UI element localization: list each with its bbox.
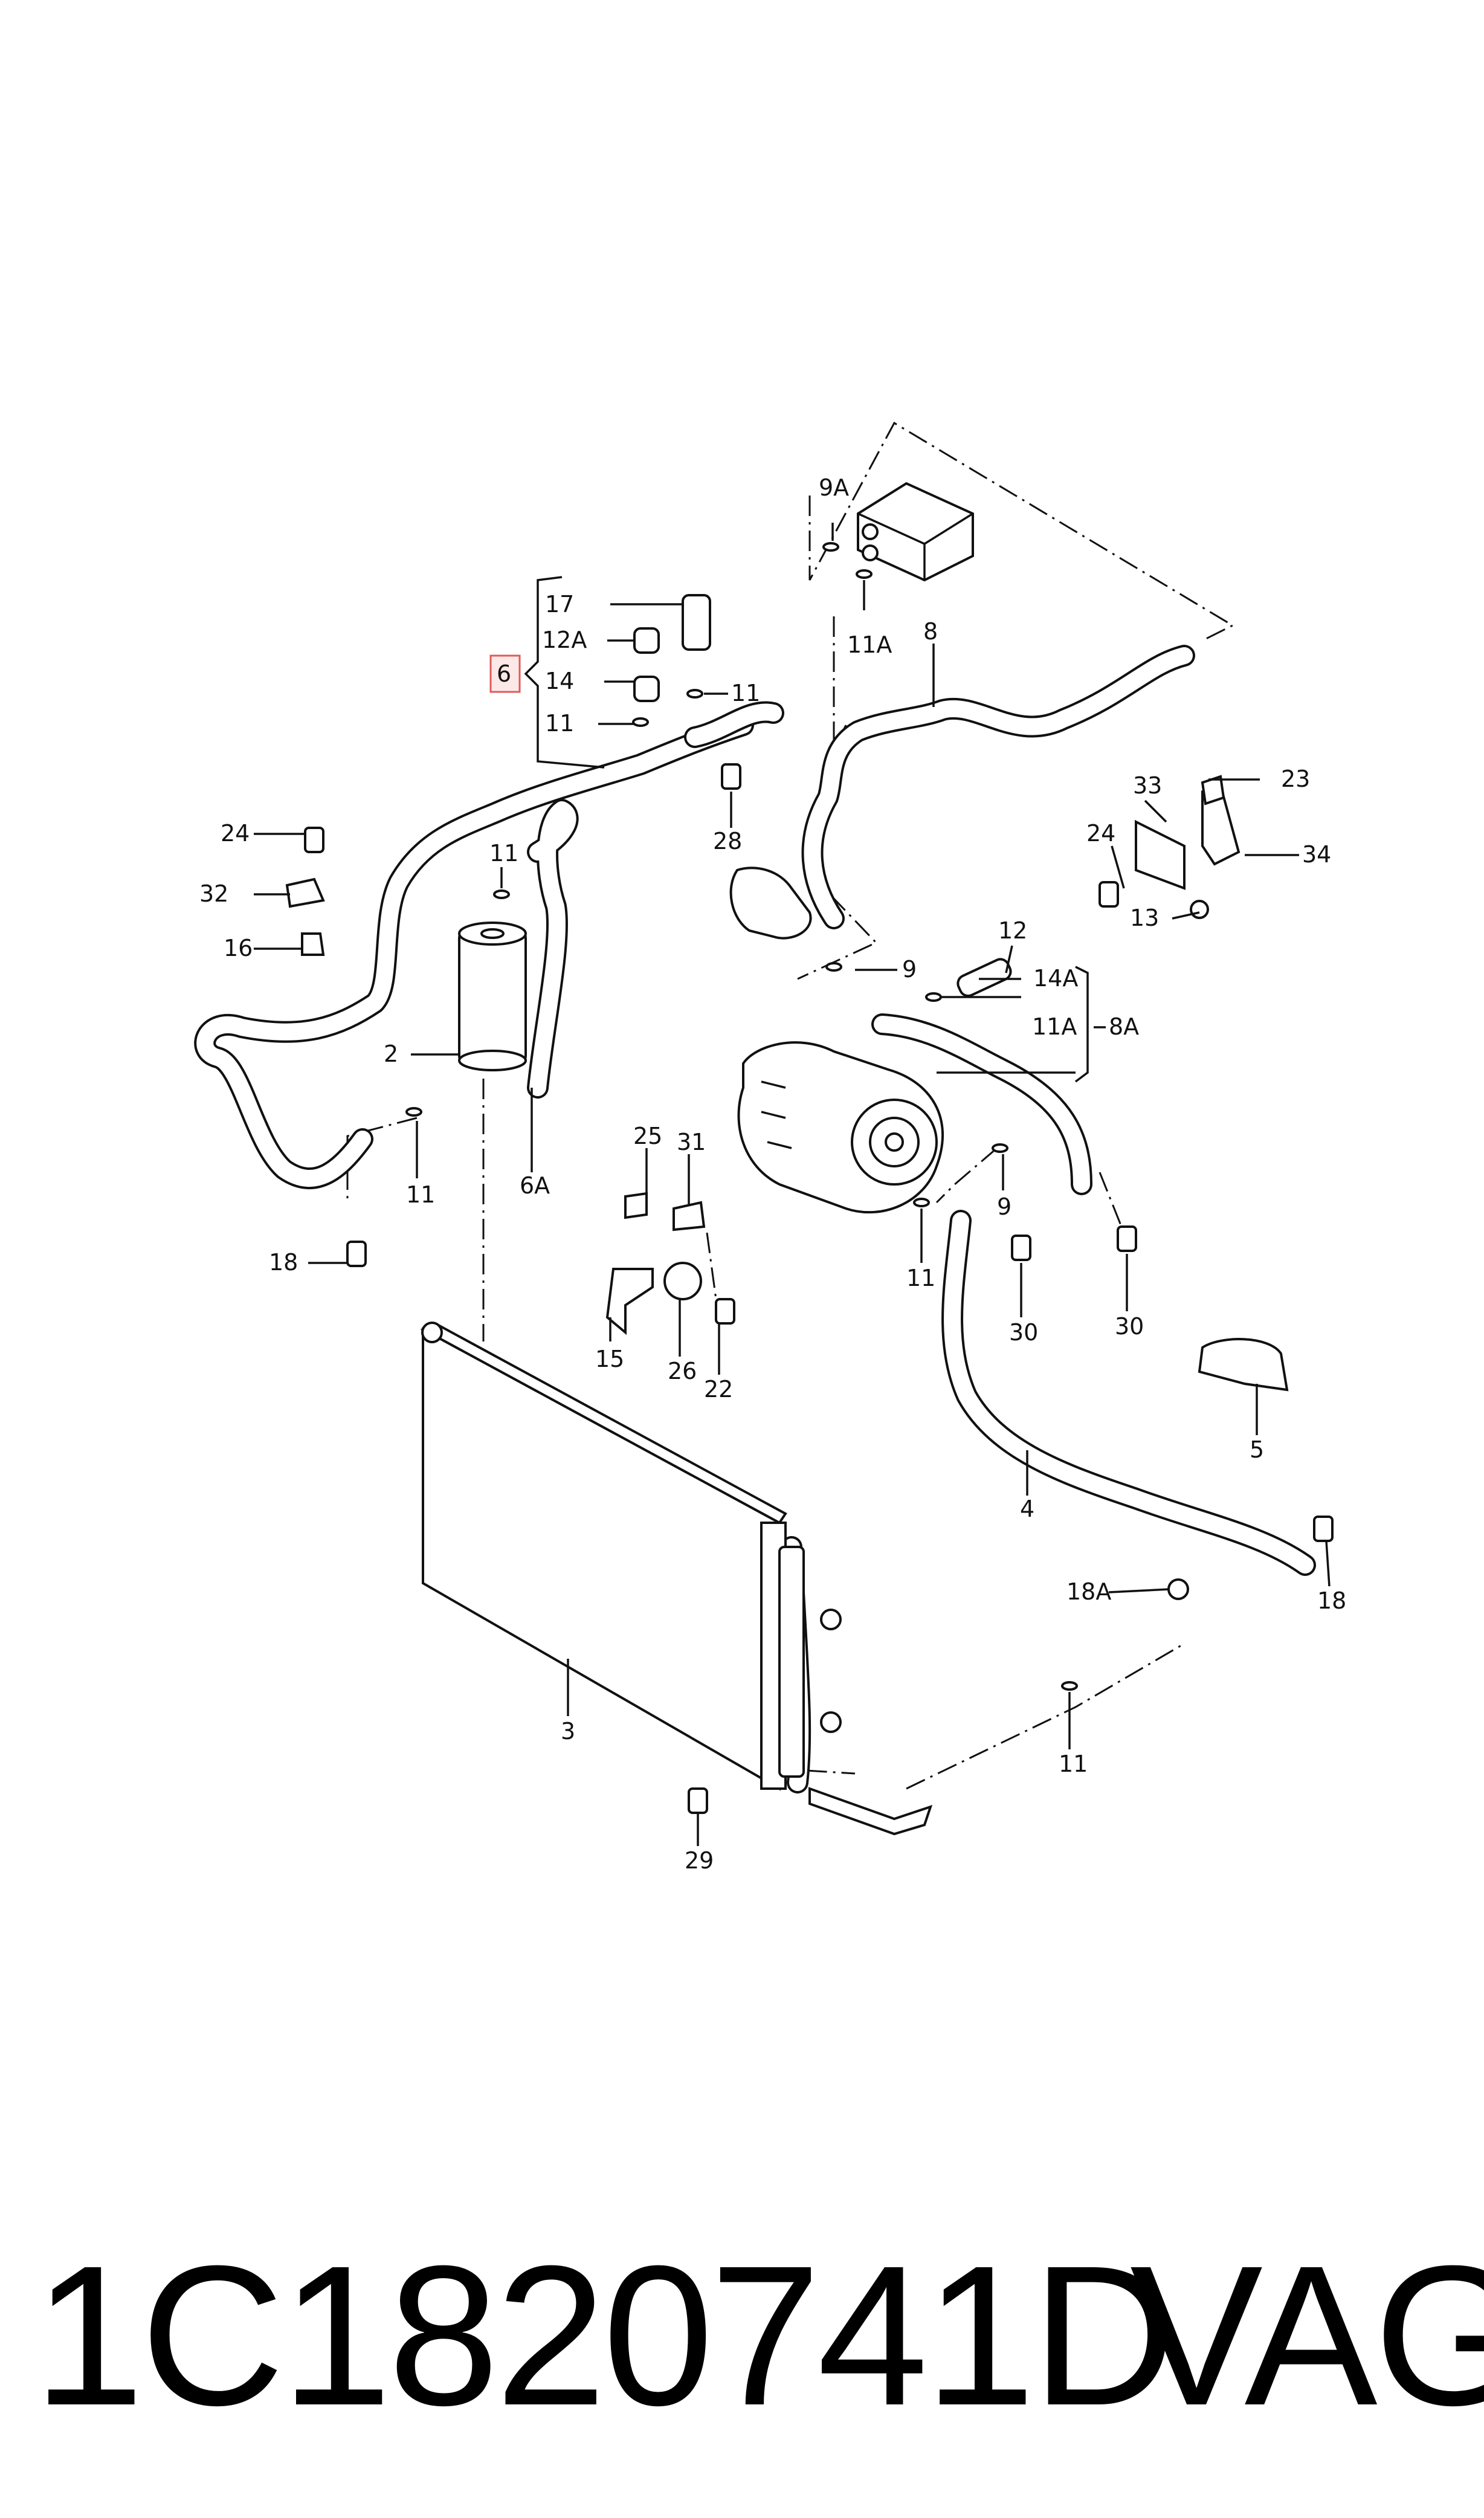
callout-11f: 11	[1059, 1751, 1088, 1777]
callout-11e: 11	[906, 1265, 935, 1291]
callout-24-left: 24	[221, 820, 250, 847]
callout-12: 12	[998, 917, 1027, 944]
brackets	[285, 775, 1289, 1392]
callout-5: 5	[1250, 1436, 1264, 1463]
callout-11c: 11	[489, 840, 518, 867]
callout-17: 17	[545, 591, 574, 618]
callout-24-right: 24	[1086, 820, 1115, 847]
callout-25: 25	[633, 1123, 662, 1149]
part-number: 1C1820741D	[33, 2224, 1176, 2447]
callout-16: 16	[224, 935, 253, 961]
callout-9A: 9A	[819, 474, 849, 501]
compressor	[737, 1041, 944, 1214]
callout-18A: 18A	[1066, 1578, 1111, 1605]
callout-30b: 30	[1115, 1313, 1144, 1340]
callout-23: 23	[1281, 766, 1310, 792]
dash-dot-leaders	[346, 421, 1235, 1790]
callout-30a: 30	[1009, 1319, 1038, 1346]
expansion-valve-block	[857, 482, 974, 582]
callout-11b: 11	[545, 710, 574, 737]
callout-13: 13	[1130, 905, 1159, 931]
callout-14A: 14A	[1033, 965, 1078, 992]
callout-6: 6	[497, 660, 511, 687]
callout-31: 31	[677, 1129, 706, 1155]
callout-8A: 8A	[1109, 1013, 1139, 1040]
callout-18-left: 18	[269, 1249, 298, 1276]
callout-9b: 9	[997, 1193, 1011, 1220]
callout-28: 28	[713, 828, 742, 854]
callout-33: 33	[1133, 772, 1162, 799]
callout-11d: 11	[406, 1181, 435, 1208]
callout-15: 15	[595, 1346, 624, 1372]
callout-11A-top: 11A	[847, 631, 892, 658]
callout-6-highlight	[489, 576, 605, 769]
callout-12A: 12A	[542, 627, 587, 653]
callout-8: 8	[923, 618, 938, 645]
callout-29: 29	[685, 1847, 714, 1874]
callout-14: 14	[545, 668, 574, 694]
pressure-switch	[682, 594, 711, 651]
fittings	[304, 542, 1334, 1814]
callout-26: 26	[668, 1358, 697, 1384]
callout-labels: 17 12A 14 11 11 6 9A 11A 8 24 32 16 28 1…	[199, 474, 1346, 1874]
pipe-connector	[729, 867, 812, 940]
callout-22: 22	[704, 1376, 733, 1403]
leader-lines	[254, 523, 1331, 1846]
condenser	[420, 1322, 933, 1836]
refrigerant-hoses	[194, 645, 1316, 1793]
callout-11A-mid: 11A	[1032, 1013, 1077, 1040]
callout-2: 2	[384, 1041, 398, 1067]
callout-34: 34	[1302, 841, 1331, 868]
callout-6A: 6A	[520, 1172, 550, 1199]
brand-name: VAG	[1130, 2224, 1484, 2447]
callout-11a: 11	[731, 680, 760, 706]
callout-3: 3	[561, 1718, 575, 1745]
callout-9: 9	[902, 956, 917, 983]
callout-18-right: 18	[1317, 1587, 1346, 1614]
receiver-drier	[458, 922, 527, 1071]
callout-32: 32	[199, 880, 228, 907]
callout-4: 4	[1020, 1496, 1034, 1522]
